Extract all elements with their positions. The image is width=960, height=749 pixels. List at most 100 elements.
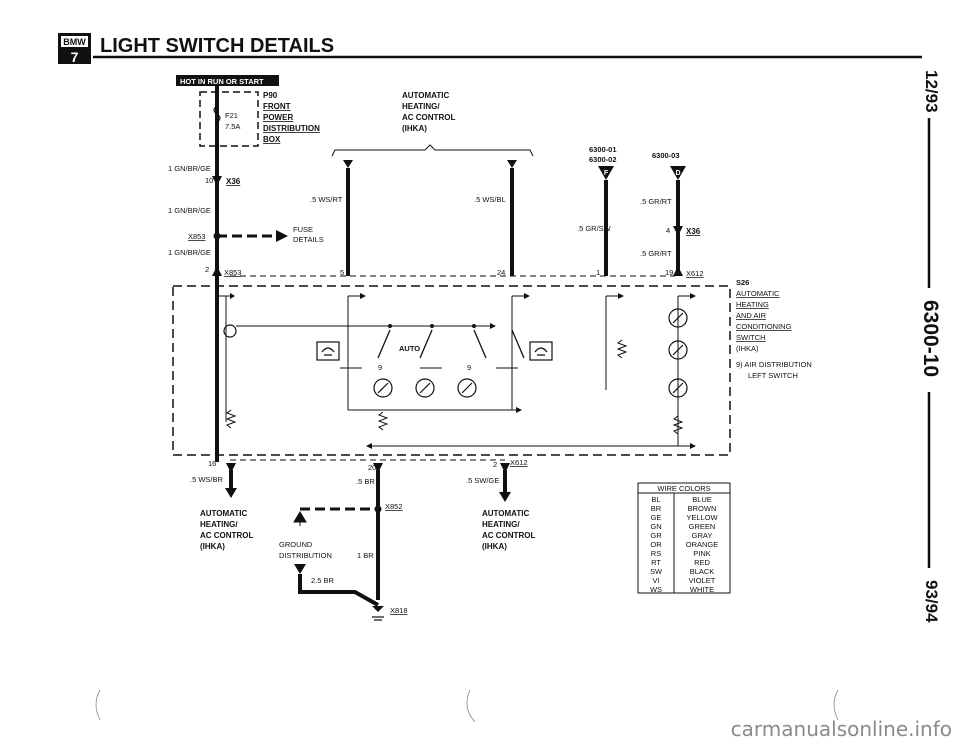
svg-text:1 GN/BR/GE: 1 GN/BR/GE (168, 164, 211, 173)
svg-text:.5 WS/BL: .5 WS/BL (474, 195, 506, 204)
svg-text:AUTO: AUTO (399, 344, 420, 353)
bottom-wires: 16 .5 WS/BR 20 .5 BR 2 X612 .5 SW/GE (190, 458, 528, 600)
svg-text:FUSE: FUSE (293, 225, 313, 234)
svg-text:.5 GR/RT: .5 GR/RT (640, 197, 672, 206)
svg-text:WIRE COLORS: WIRE COLORS (657, 484, 710, 493)
wire-color-name: BROWN (688, 504, 717, 513)
side-margin: 12/93 6300-10 93/94 (919, 70, 942, 623)
svg-text:CONDITIONING: CONDITIONING (736, 322, 792, 331)
watermark: carmanualsonline.info (731, 717, 952, 741)
ihka-left-label: AUTOMATIC HEATING/ AC CONTROL (IHKA) (200, 509, 253, 551)
svg-text:5: 5 (340, 268, 344, 277)
indicator-lamp-icon (373, 378, 393, 398)
svg-text:X852: X852 (385, 502, 403, 511)
svg-text:HEATING/: HEATING/ (402, 102, 440, 111)
wire-color-code: BR (651, 504, 662, 513)
logo-top-text: BMW (63, 37, 86, 47)
indicator-lamp-icon (668, 378, 688, 398)
ihka-top-label: AUTOMATIC HEATING/ AC CONTROL (IHKA) (331, 91, 534, 157)
svg-text:1 BR: 1 BR (357, 551, 374, 560)
svg-text:D: D (675, 170, 680, 177)
fuse-id: F21 (225, 111, 238, 120)
svg-text:24: 24 (497, 268, 505, 277)
wire-color-code: RT (651, 558, 661, 567)
svg-text:AC CONTROL: AC CONTROL (482, 531, 535, 540)
svg-text:AUTOMATIC: AUTOMATIC (402, 91, 449, 100)
fuse-rating: 7.5A (225, 122, 240, 131)
svg-text:GROUND: GROUND (279, 540, 313, 549)
svg-text:HEATING/: HEATING/ (482, 520, 520, 529)
ground-distribution: X852 GROUND DISTRIBUTION 1 BR 2.5 BR X81… (279, 502, 408, 621)
svg-text:S26: S26 (736, 278, 749, 287)
wire-color-name: WHITE (690, 585, 714, 594)
svg-text:SWITCH: SWITCH (736, 333, 766, 342)
page-title: LIGHT SWITCH DETAILS (100, 35, 334, 57)
fan-icon (316, 341, 340, 361)
indicator-lamp-icon (668, 308, 688, 328)
page-code: 6300-10 (919, 300, 942, 377)
svg-text:AND AIR: AND AIR (736, 311, 767, 320)
fusebox-line-4: DISTRIBUTION (263, 124, 320, 133)
svg-text:.5 WS/BR: .5 WS/BR (190, 475, 224, 484)
svg-text:9: 9 (378, 363, 382, 372)
svg-text:X36: X36 (686, 227, 701, 236)
svg-text:AUTOMATIC: AUTOMATIC (736, 289, 780, 298)
svg-text:AC CONTROL: AC CONTROL (402, 113, 455, 122)
wire-color-name: BLACK (690, 567, 715, 576)
svg-text:.5 SW/GE: .5 SW/GE (466, 476, 499, 485)
s26-label: S26 AUTOMATIC HEATING AND AIR CONDITIONI… (736, 278, 812, 380)
svg-text:10: 10 (205, 176, 213, 185)
wire-color-name: ORANGE (686, 540, 719, 549)
svg-text:.5 GR/RT: .5 GR/RT (640, 249, 672, 258)
svg-text:2.5 BR: 2.5 BR (311, 576, 335, 585)
left-feed-wire: 1 GN/BR/GE 10 X36 1 GN/BR/GE X853 FUSE D… (168, 146, 324, 462)
logo-model-text: 7 (71, 49, 79, 65)
svg-text:X612: X612 (686, 269, 704, 278)
bmw-logo: BMW 7 (58, 33, 91, 65)
page-mark (466, 689, 476, 723)
hot-label: HOT IN RUN OR START (180, 77, 264, 86)
wire-color-code: GE (651, 513, 662, 522)
svg-text:X853: X853 (224, 268, 242, 277)
svg-text:2: 2 (493, 460, 497, 469)
fuse-details-arrow (276, 230, 288, 242)
wire-color-code: OR (650, 540, 662, 549)
wire-color-name: GRAY (692, 531, 713, 540)
fuse-box: HOT IN RUN OR START F21 7.5A P90 FRONT P… (176, 75, 320, 147)
wire-color-code: GR (650, 531, 662, 540)
fusebox-line-5: BOX (263, 135, 281, 144)
svg-text:2: 2 (205, 265, 209, 274)
svg-text:1: 1 (596, 268, 600, 277)
svg-text:4: 4 (666, 226, 670, 235)
svg-text:6300-02: 6300-02 (589, 155, 617, 164)
svg-text:9) AIR DISTRIBUTION: 9) AIR DISTRIBUTION (736, 360, 812, 369)
wire-color-name: PINK (693, 549, 711, 558)
svg-text:AC CONTROL: AC CONTROL (200, 531, 253, 540)
svg-text:6300-01: 6300-01 (589, 145, 617, 154)
svg-text:AUTOMATIC: AUTOMATIC (482, 509, 529, 518)
svg-text:DETAILS: DETAILS (293, 235, 324, 244)
s26-switch-assembly: AUTO 9 9 (172, 285, 731, 456)
wire-color-name: GREEN (689, 522, 716, 531)
wire-color-name: VIOLET (689, 576, 716, 585)
svg-text:X612: X612 (510, 458, 528, 467)
svg-text:HEATING/: HEATING/ (200, 520, 238, 529)
svg-text:LEFT SWITCH: LEFT SWITCH (748, 371, 798, 380)
svg-text:X818: X818 (390, 606, 408, 615)
indicator-lamp-icon (415, 378, 435, 398)
date-bottom: 93/94 (922, 580, 941, 623)
ihka-wires: .5 WS/RT 5 .5 WS/BL 24 6300-01 6300-02 6… (230, 145, 704, 278)
connector-x36: X36 (226, 177, 241, 186)
svg-text:1 GN/BR/GE: 1 GN/BR/GE (168, 206, 211, 215)
ref-arrow-f (598, 166, 614, 180)
fusebox-line-3: POWER (263, 113, 293, 122)
fusebox-line-1: P90 (263, 91, 278, 100)
wire-color-code: GN (650, 522, 661, 531)
ref-arrow-d (670, 166, 686, 180)
svg-text:HEATING: HEATING (736, 300, 769, 309)
indicator-lamp-icon (668, 340, 688, 360)
